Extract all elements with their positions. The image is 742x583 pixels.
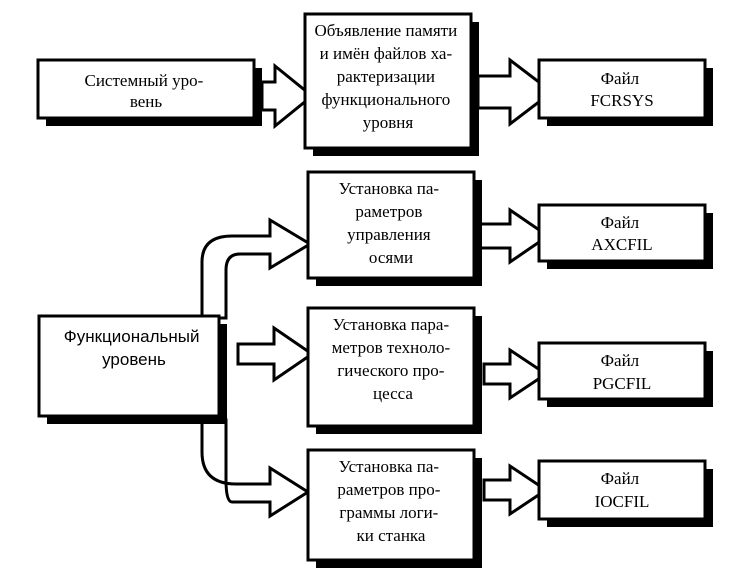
logic-params-line: ки станка [357,526,426,545]
arrow-process-to-pgcfil [482,347,549,401]
logic-params-line: раметров про- [337,480,440,499]
fcrsys-label: Файл FCRSYS [590,69,653,110]
process-params-box [306,306,482,434]
system-level-box [36,58,262,126]
fcrsys-line: Файл [601,69,640,88]
functional-level-line: Функциональный [64,327,200,346]
pgcfil-line: PGCFIL [593,374,652,393]
arrow-logic-to-iocfil [482,463,549,517]
memory-decl-label: Объявление памяти и имён файлов ха- ракт… [315,21,462,132]
memory-decl-line: уровня [363,113,414,132]
system-level-line: Системный уро- [85,71,204,90]
axis-params-line: Установка па- [339,179,440,198]
process-params-line: метров техноло- [332,338,451,357]
axis-params-line: раметров [355,202,422,221]
fcrsys-line: FCRSYS [590,91,653,110]
axcfil-line: AXCFIL [591,235,652,254]
arrow-memory-to-fcrsys [476,56,555,128]
logic-params-line: граммы логи- [339,503,438,522]
memory-decl-box [303,12,479,156]
axcfil-label: Файл AXCFIL [591,213,652,254]
functional-level-box [37,314,227,424]
logic-params-box [306,448,482,568]
pgcfil-label: Файл PGCFIL [593,351,652,393]
process-params-line: цесса [373,384,413,403]
functional-level-line: уровень [102,350,166,369]
axis-params-box [306,170,482,286]
iocfil-line: Файл [601,469,640,488]
process-params-label: Установка пара- метров техноло- гическог… [332,315,455,403]
pgcfil-line: Файл [601,351,640,370]
axis-params-line: осями [369,248,413,267]
iocfil-label: Файл IOCFIL [595,469,650,511]
pgcfil-box [537,341,713,407]
arrow-functional-to-process [236,325,315,383]
iocfil-box [537,459,713,527]
arrow-functional-to-logic [200,418,311,519]
memory-decl-line: рактеризации [337,67,435,86]
process-params-line: Установка пара- [333,315,450,334]
axis-params-label: Установка па- раметров управления осями [339,179,444,267]
memory-decl-line: функционального [321,90,450,109]
fcrsys-box [537,58,713,126]
logic-params-label: Установка па- раметров про- граммы логи-… [337,457,444,545]
memory-decl-line: Объявление памяти [315,21,458,40]
system-level-label: Системный уро- вень [85,71,208,111]
axcfil-line: Файл [601,213,640,232]
arrow-functional-to-axis [200,217,313,320]
memory-decl-line: и имён файлов ха- [320,44,453,63]
process-params-line: гического про- [337,361,444,380]
logic-params-line: Установка па- [339,457,440,476]
axis-params-line: управления [347,225,431,244]
axcfil-box [537,203,713,269]
arrows [200,56,555,519]
iocfil-line: IOCFIL [595,492,650,511]
functional-level-label: Функциональный уровень [64,327,204,369]
system-level-line: вень [130,92,163,111]
arrow-system-to-memory [260,62,315,130]
arrow-axis-to-axcfil [478,207,551,265]
